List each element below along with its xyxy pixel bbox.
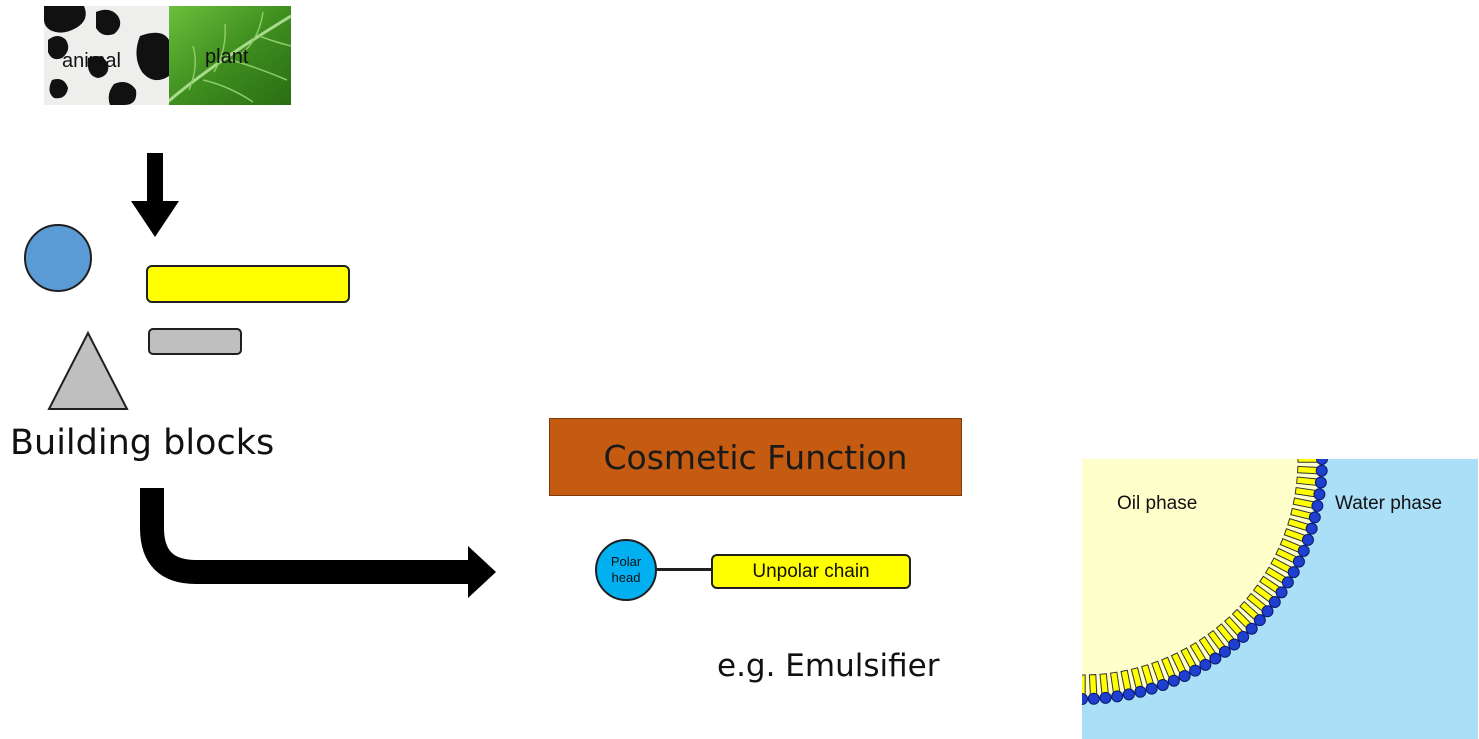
oil-phase-label: Oil phase — [1117, 493, 1198, 514]
emulsifier-head — [1308, 511, 1321, 524]
emulsifier-head — [1178, 669, 1191, 682]
building-block-triangle — [47, 330, 129, 410]
water-phase-label: Water phase — [1335, 493, 1443, 514]
building-block-long-bar — [146, 265, 350, 303]
emulsifier-head — [1305, 522, 1318, 535]
emulsifier-head — [1167, 674, 1180, 687]
emulsifier-head — [1099, 691, 1112, 704]
emulsifier-head — [1189, 664, 1202, 677]
emulsifier-head — [1209, 652, 1222, 665]
emulsifier-head — [1315, 464, 1328, 477]
emulsifier-head — [1253, 614, 1266, 627]
emulsifier-head — [1301, 533, 1314, 546]
emulsifier-head — [1122, 688, 1135, 701]
plant-label: plant — [205, 46, 249, 68]
animal-label: animal — [62, 50, 121, 72]
emulsifier-head — [1292, 555, 1305, 568]
building-block-short-bar — [148, 328, 242, 355]
emulsifier-head — [1228, 638, 1241, 651]
animal-source-image: animal — [44, 6, 169, 105]
building-block-circle — [24, 224, 92, 292]
emulsifier-head — [1311, 499, 1324, 512]
plant-source-image: plant — [169, 6, 291, 105]
emulsifier-head — [1316, 459, 1328, 465]
leaf-texture — [169, 6, 291, 105]
curved-right-arrow-icon — [140, 488, 496, 598]
emulsifier-head — [1297, 544, 1310, 557]
emulsifier-head — [1156, 678, 1169, 691]
oil-phase-region — [1082, 459, 1319, 696]
emulsifier-head — [1145, 682, 1158, 695]
emulsifier-head — [1281, 576, 1294, 589]
emulsifier-head — [1275, 586, 1288, 599]
emulsion-interface-diagram — [1082, 459, 1478, 739]
emulsifier-head — [1087, 692, 1100, 705]
polar-head: Polar head — [595, 539, 657, 601]
emulsifier-head — [1082, 693, 1088, 705]
example-label: e.g. Emulsifier — [717, 648, 940, 684]
emulsifier-head — [1245, 622, 1258, 635]
emulsifier-tail — [1297, 459, 1323, 463]
cosmetic-function-box: Cosmetic Function — [549, 418, 962, 496]
unpolar-chain: Unpolar chain — [711, 554, 911, 589]
molecule-bond — [656, 568, 712, 571]
emulsifier-head — [1134, 685, 1147, 698]
emulsifier-heads — [1082, 459, 1328, 705]
building-blocks-title: Building blocks — [10, 423, 275, 463]
polar-head-label: Polar head — [610, 554, 642, 585]
emulsifier-head — [1287, 566, 1300, 579]
down-arrow-icon — [131, 153, 179, 237]
emulsifier-head — [1237, 630, 1250, 643]
emulsifier-head — [1111, 690, 1124, 703]
emulsifier-head — [1313, 488, 1326, 501]
emulsifier-head — [1261, 605, 1274, 618]
emulsifier-head — [1268, 595, 1281, 608]
cow-print-pattern — [44, 6, 169, 105]
emulsifier-head — [1199, 658, 1212, 671]
emulsifier-head — [1314, 476, 1327, 489]
emulsifier-head — [1218, 645, 1231, 658]
